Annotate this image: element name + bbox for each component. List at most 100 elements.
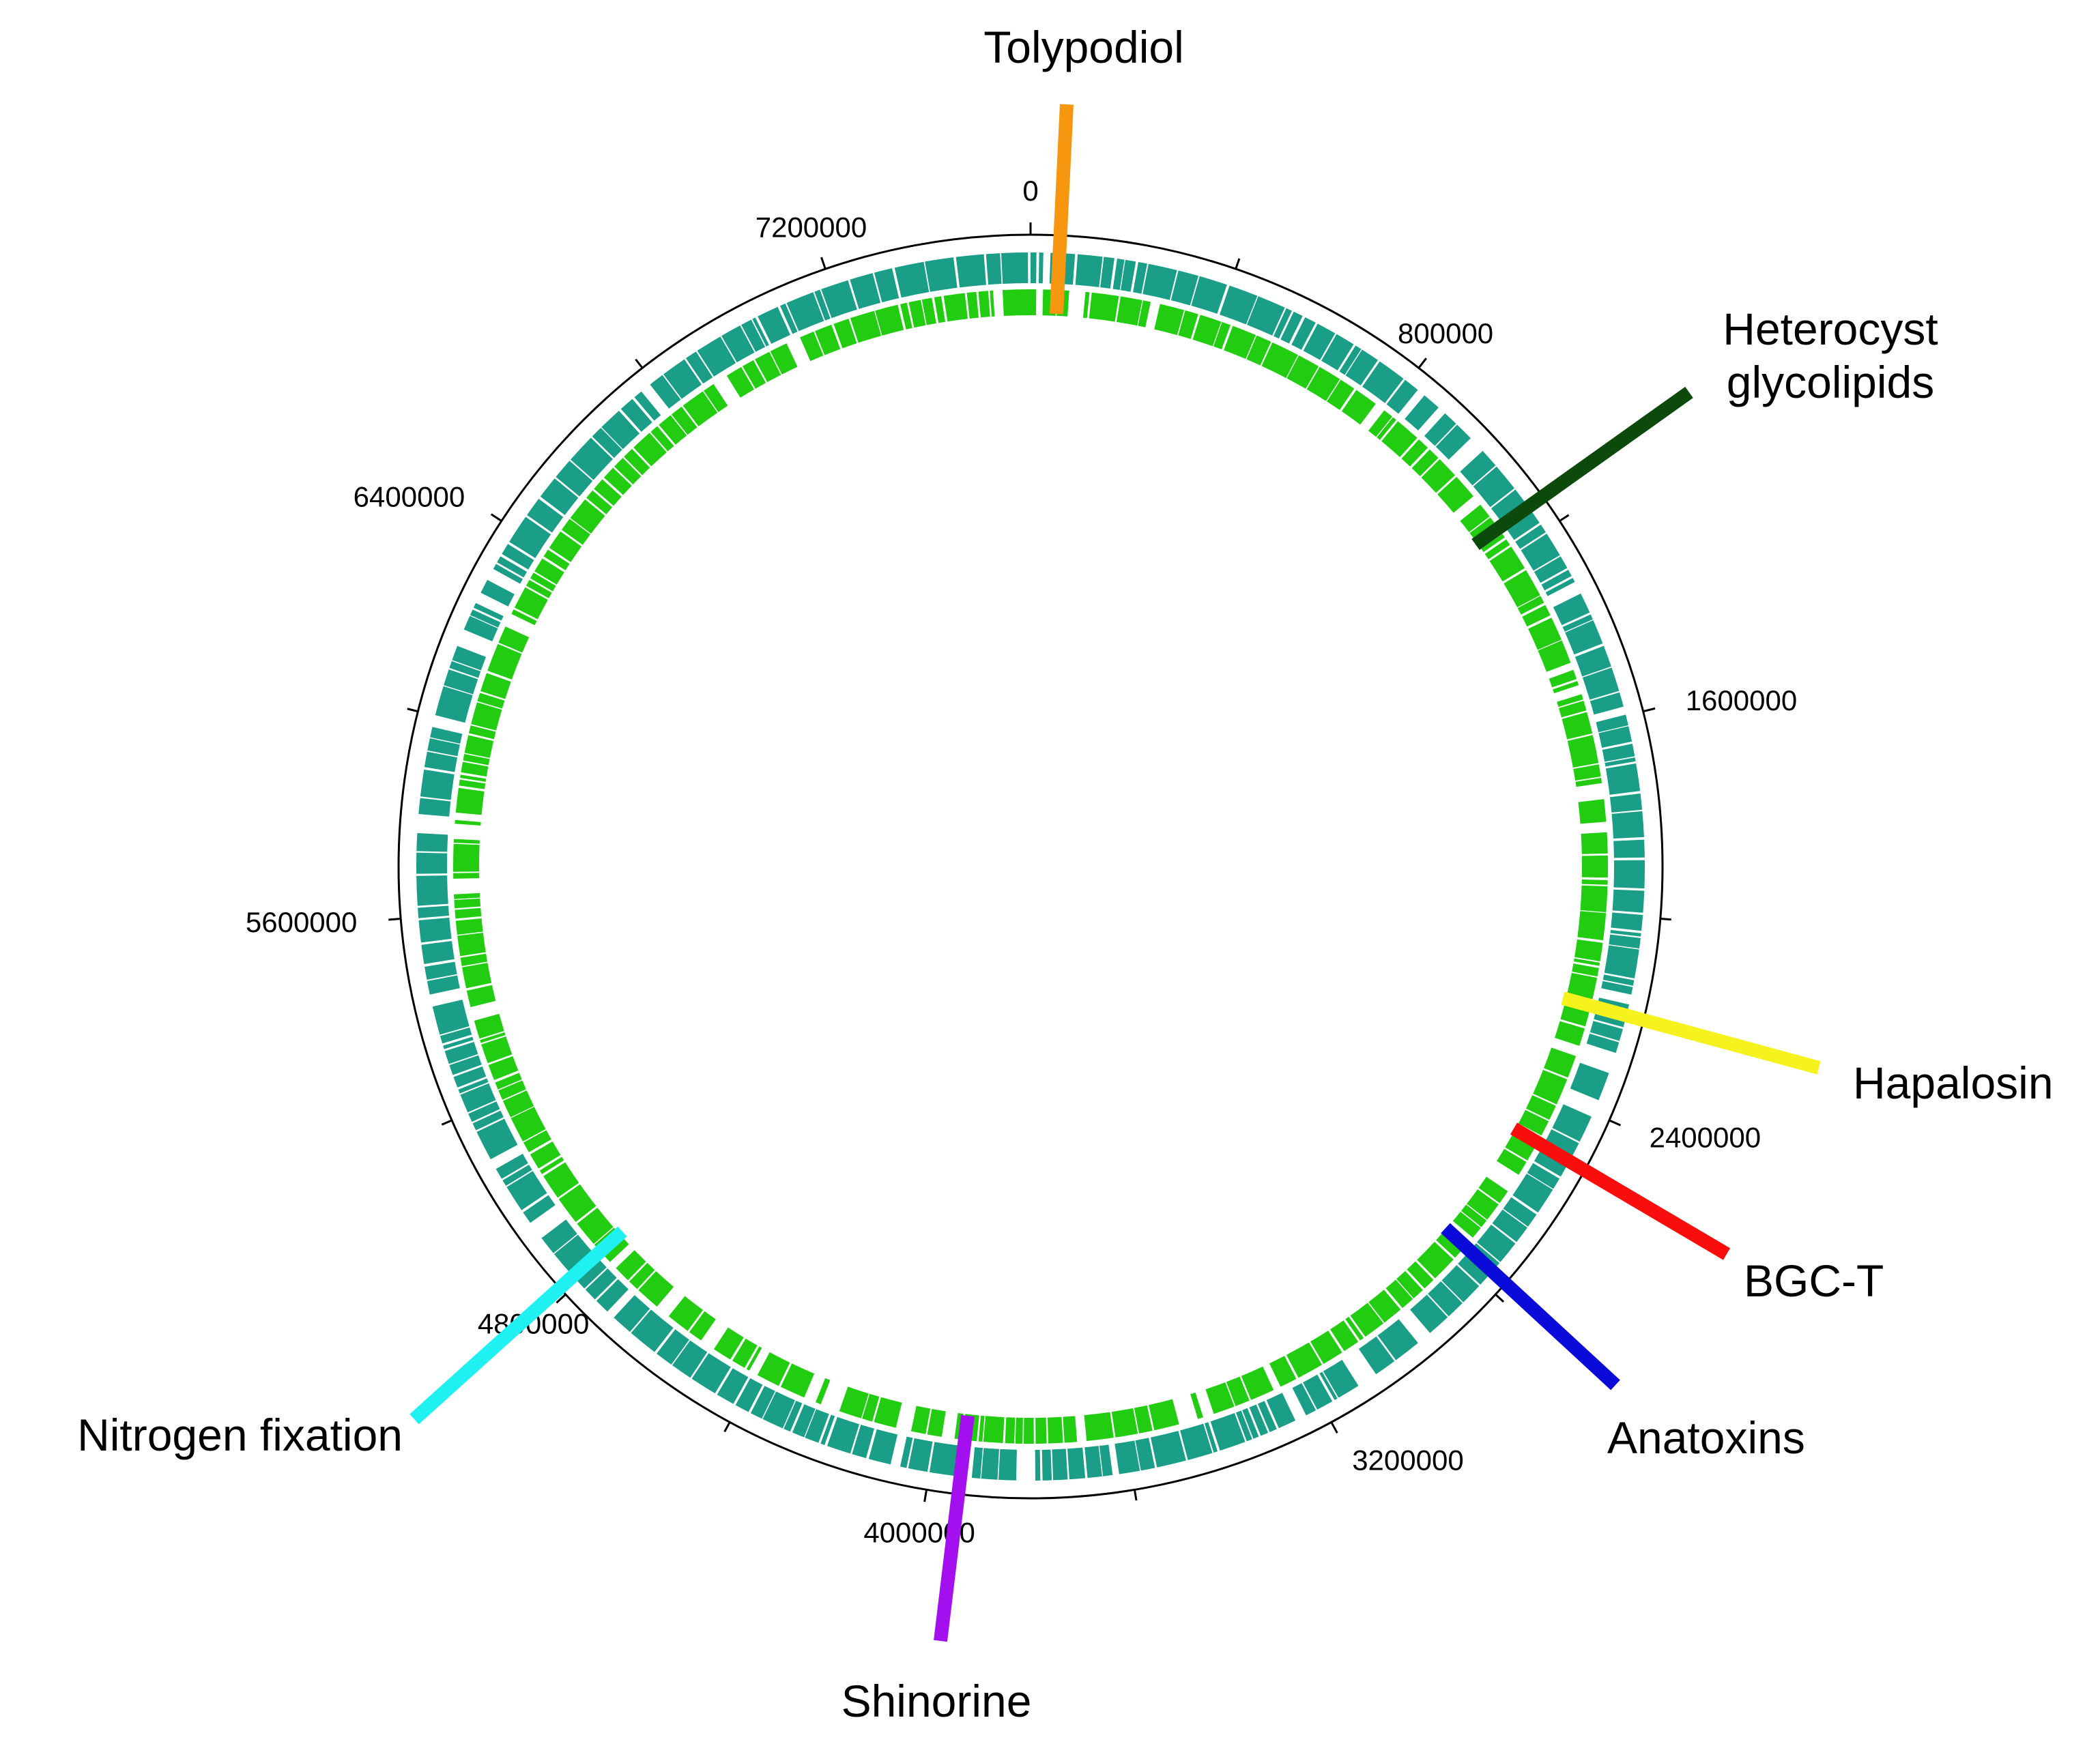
scale-tick-label: 5600000 [246,906,358,938]
gene-block [616,1250,646,1281]
gene-block [603,467,632,495]
gene-block [1345,349,1379,385]
gene-block [978,1415,985,1442]
gene-block [1120,259,1136,292]
gene-block [1417,1241,1454,1279]
gene-block [978,291,990,318]
gene-block [943,293,968,322]
cluster-label: Tolypodiol [983,22,1184,72]
gene-block [1598,726,1632,748]
gene-block [473,602,504,621]
gene-block [833,319,857,349]
gene-block [476,1118,518,1160]
gene-block [1149,1399,1179,1431]
gene-block [1578,799,1607,824]
gene-block [1452,1211,1481,1238]
gene-block [1075,254,1103,287]
gene-block [1138,300,1151,328]
gene-block [1084,1446,1102,1479]
gene-block [758,306,790,344]
gene-block [732,1338,758,1368]
gene-block [416,832,448,852]
gene-block [672,1340,708,1378]
gene-block [1609,794,1643,813]
gene-block [1580,885,1608,912]
minor-tick [723,1421,731,1433]
gene-block [1041,1449,1052,1481]
gene-block [1190,1393,1203,1419]
gene-block [1567,972,1598,1000]
cluster-marker [409,1226,627,1425]
gene-block [1089,292,1119,322]
gene-block [1405,395,1439,431]
major-tick [820,257,826,270]
gene-block [1204,1422,1218,1453]
gene-block [468,725,496,740]
gene-block [741,319,766,352]
gene-block [981,1448,999,1480]
gene-block [671,407,697,435]
gene-block [453,892,480,899]
gene-block [1362,361,1404,403]
gene-block [1473,466,1514,508]
gene-block [1601,980,1633,995]
gene-block [1512,1173,1553,1213]
gene-block [1261,342,1298,378]
gene-block [717,1368,749,1404]
cluster-label-line: Shinorine [842,1676,1032,1726]
minor-tick [635,358,644,369]
gene-block [1257,1401,1277,1432]
gene-block [1428,1281,1463,1317]
gene-block [1303,323,1336,360]
gene-block [1052,1449,1068,1481]
gene-block [1489,547,1525,582]
cluster-marker [934,1414,975,1642]
gene-block [1573,764,1601,781]
gene-block [624,448,650,476]
gene-block [427,738,460,757]
gene-block [1327,379,1355,410]
gene-block [839,1386,869,1418]
gene-block [800,331,824,362]
gene-block [1525,1095,1556,1120]
gene-block [418,905,450,918]
gene-block [1544,1047,1577,1078]
gene-block [1605,763,1641,795]
gene-block [487,643,522,680]
gene-block [1410,1294,1448,1333]
gene-block [850,310,882,343]
gene-block [1612,889,1645,913]
gene-block [1082,291,1090,319]
gene-block [1031,289,1037,316]
gene-block [481,1036,513,1064]
gene-block [1035,1417,1047,1444]
gene-block [523,1195,556,1223]
outer-gene-track [416,252,1645,1481]
gene-block [955,254,986,288]
gene-block [601,410,640,450]
gene-block [461,963,492,989]
gene-block [1329,1320,1359,1352]
minor-tick [1133,1489,1138,1501]
gene-block [868,1429,898,1465]
gene-block [577,1208,614,1245]
gene-block [925,257,958,292]
scale-tick-label: 3200000 [1352,1444,1464,1476]
gene-block [553,1234,596,1277]
gene-block [498,626,530,653]
gene-block [498,1080,526,1100]
gene-block [750,1386,775,1419]
gene-block [1435,424,1471,460]
gene-block [814,289,831,321]
major-tick [1609,1119,1622,1126]
gene-block [1178,310,1198,339]
gene-block [421,941,455,964]
gene-block [900,1436,913,1468]
gene-block [1213,321,1231,350]
gene-block [1538,640,1571,672]
gene-block [986,253,1002,285]
gene-block [786,292,824,332]
